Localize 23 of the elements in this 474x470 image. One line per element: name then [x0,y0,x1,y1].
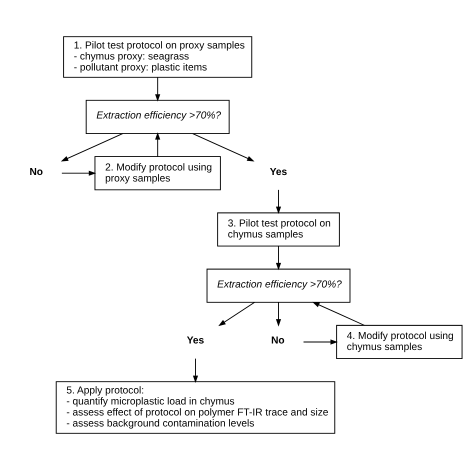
arrow [218,302,255,326]
arrow [303,339,338,345]
node-box: Extraction efficiency >70%? [86,100,230,134]
node-text: No [29,166,43,178]
node-text: No [271,336,285,347]
node-box: 5. Apply protocol: - quantify microplastic load in chymus - assess effect of protocol on polymer FT-IR trace and size - assess background contamination levels [56,381,336,434]
arrow [60,133,124,162]
arrow [276,302,282,327]
arrow [312,302,365,326]
node-box: Extraction efficiency >70%? [206,268,350,303]
arrow [61,170,96,176]
node-box: 3. Pilot test protocol on chymus samples [217,212,340,247]
node-text: Yes [270,166,288,178]
arrow [192,133,254,162]
arrow [276,246,282,270]
node-box: 1. Pilot test protocol on proxy samples - chymus proxy: seagrass - pollutant proxy: plastic items [63,36,252,78]
arrow [192,358,198,383]
arrow [155,77,160,102]
arrow [155,132,160,157]
node-box: 2. Modify protocol using proxy samples [94,156,221,190]
node-text: Yes [186,336,204,347]
node-box: 4. Modify protocol using chymus samples [336,324,463,360]
arrow [276,189,282,214]
